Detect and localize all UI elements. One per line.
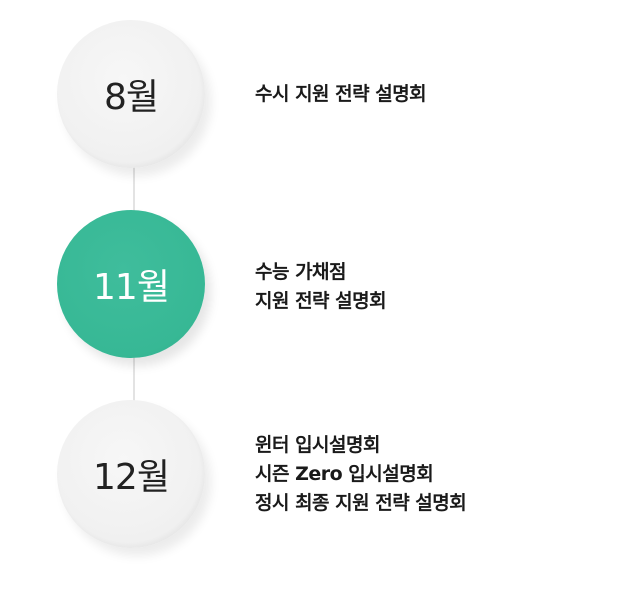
event-list-august: 수시 지원 전략 설명회 — [255, 80, 427, 109]
event-title: 윈터 입시설명회 — [255, 434, 380, 456]
event-title: 정시 최종 지원 전략 설명회 — [255, 492, 467, 514]
month-circle-november: 11월 — [57, 210, 205, 358]
timeline-connector — [133, 165, 135, 215]
event-title: 시즌 Zero 입시설명회 — [255, 463, 434, 485]
event-title: 수능 가채점 — [255, 261, 347, 283]
month-label: 8월 — [103, 77, 159, 118]
event-title: 지원 전략 설명회 — [255, 290, 387, 312]
event-list-december: 윈터 입시설명회 시즌 Zero 입시설명회 정시 최종 지원 전략 설명회 — [255, 431, 467, 518]
month-label: 12월 — [93, 457, 170, 498]
event-list-november: 수능 가채점 지원 전략 설명회 — [255, 258, 387, 316]
month-label: 11월 — [93, 267, 170, 308]
month-circle-august: 8월 — [57, 20, 205, 168]
month-circle-december: 12월 — [57, 400, 205, 548]
timeline-connector — [133, 355, 135, 405]
event-title: 수시 지원 전략 설명회 — [255, 83, 427, 105]
